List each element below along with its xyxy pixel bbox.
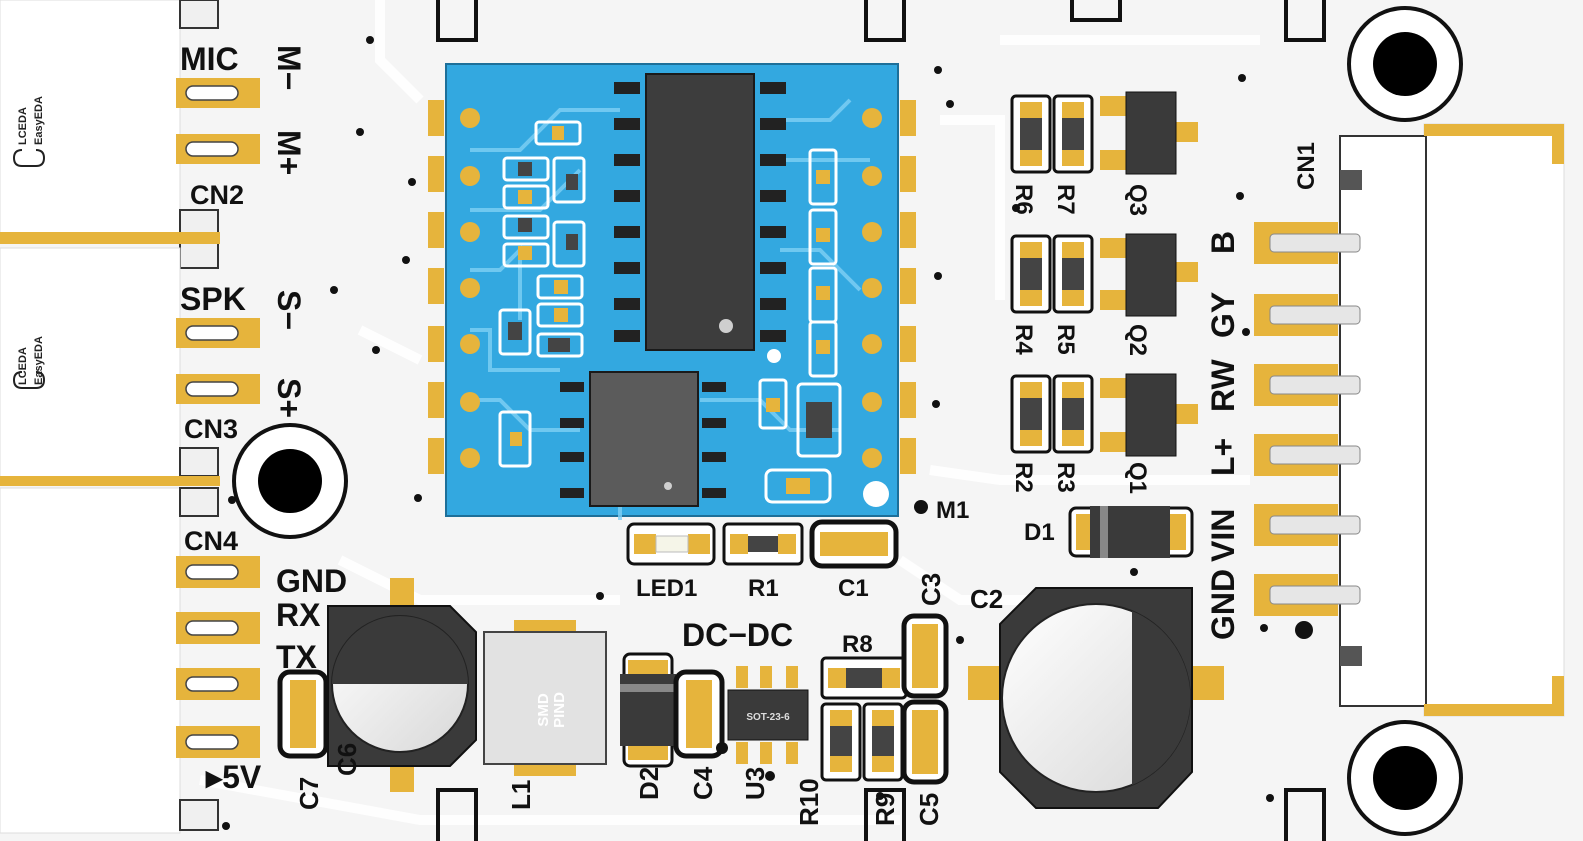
lceda-logo: LCEDA EasyEDA <box>12 96 46 167</box>
r5-label: R5 <box>1052 324 1079 355</box>
d2-label: D2 <box>634 767 664 800</box>
mic-label: MIC <box>180 41 239 77</box>
d1-diode <box>1068 506 1194 558</box>
svg-text:EasyEDA: EasyEDA <box>33 96 45 145</box>
c4-label: C4 <box>688 766 718 800</box>
q2 <box>1100 233 1198 317</box>
c6-capacitor <box>327 578 477 792</box>
c3-label: C3 <box>916 573 946 606</box>
svg-text:SOT-23-6: SOT-23-6 <box>746 712 790 723</box>
c3 <box>901 613 949 699</box>
u3-label: U3 <box>740 767 770 800</box>
cn1-connector <box>1339 123 1565 717</box>
r10 <box>820 702 862 782</box>
c1 <box>809 519 899 569</box>
r3-label: R3 <box>1052 462 1079 493</box>
cn1-pin-rw: RW <box>1205 358 1241 412</box>
c5 <box>901 699 949 785</box>
cn1-label: CN1 <box>1293 142 1320 190</box>
r4 <box>1010 234 1052 314</box>
q2-label: Q2 <box>1124 324 1151 356</box>
mounting-hole <box>232 423 348 539</box>
r1-label: R1 <box>748 575 779 602</box>
cn4-connector <box>0 487 219 834</box>
spk-pin-plus: S+ <box>271 378 307 418</box>
r4-label: R4 <box>1010 324 1037 355</box>
cn1-pin-b: B <box>1205 231 1241 254</box>
svg-text:LCEDA: LCEDA <box>17 107 29 145</box>
l1-inductor: SMD PIND <box>483 620 607 776</box>
spk-pin-minus: S− <box>271 290 307 330</box>
c7 <box>277 669 329 759</box>
mic-pin-minus: M− <box>271 45 307 90</box>
r8 <box>820 656 908 700</box>
cn1-pin-vin: VIN <box>1205 509 1241 562</box>
cn1-pin-gy: GY <box>1205 292 1241 338</box>
m1-label: M1 <box>936 497 969 524</box>
cn2-label: CN2 <box>190 180 244 210</box>
r9-label: R9 <box>870 793 900 826</box>
c2-label: C2 <box>970 584 1003 614</box>
cn4-pin-gnd: GND <box>276 563 347 599</box>
r2 <box>1010 374 1052 454</box>
q3-label: Q3 <box>1124 184 1151 216</box>
cn1-pin-gnd: GND <box>1205 569 1241 640</box>
spk-label: SPK <box>180 281 246 317</box>
cn4-pin-rx: RX <box>276 597 321 633</box>
d1-label: D1 <box>1024 519 1055 546</box>
mounting-hole <box>1347 6 1463 122</box>
mic-pin-plus: M+ <box>271 130 307 175</box>
q3 <box>1100 91 1198 175</box>
r7-label: R7 <box>1052 184 1079 215</box>
power-5v-label: ▸5V <box>205 759 262 795</box>
r5 <box>1052 234 1094 314</box>
c2-capacitor <box>968 587 1224 809</box>
cn2-connector <box>0 0 220 269</box>
r8-label: R8 <box>842 631 873 658</box>
c5-label: C5 <box>914 793 944 826</box>
r2-label: R2 <box>1010 462 1037 493</box>
dcdc-label: DC−DC <box>682 617 793 653</box>
r6 <box>1010 94 1052 174</box>
l1-label: L1 <box>506 780 536 810</box>
svg-text:SMD: SMD <box>535 693 552 727</box>
c6-label: C6 <box>332 743 362 776</box>
c4 <box>673 669 725 759</box>
r9 <box>862 702 904 782</box>
cn4-label: CN4 <box>184 526 238 556</box>
cn3-connector <box>0 247 220 486</box>
c7-label: C7 <box>294 777 324 810</box>
svg-text:PIND: PIND <box>551 692 568 728</box>
svg-text:LCEDA: LCEDA <box>17 347 29 385</box>
c1-label: C1 <box>838 575 869 602</box>
d2-diode <box>620 652 676 768</box>
cn4-pin-tx: TX <box>276 639 318 675</box>
lceda-logo-2: LCEDA EasyEDA <box>12 336 46 389</box>
cn1-pin-l-plus: L+ <box>1205 438 1241 476</box>
r7 <box>1052 94 1094 174</box>
led1 <box>626 522 716 566</box>
module-m1 <box>428 63 916 520</box>
led1-label: LED1 <box>636 575 697 602</box>
r10-label: R10 <box>794 778 824 826</box>
q1 <box>1100 373 1198 457</box>
u3-ic: SOT-23-6 <box>727 666 809 764</box>
cn3-label: CN3 <box>184 414 238 444</box>
q1-label: Q1 <box>1124 462 1151 494</box>
mounting-hole <box>1347 720 1463 836</box>
r3 <box>1052 374 1094 454</box>
r1 <box>722 522 804 566</box>
